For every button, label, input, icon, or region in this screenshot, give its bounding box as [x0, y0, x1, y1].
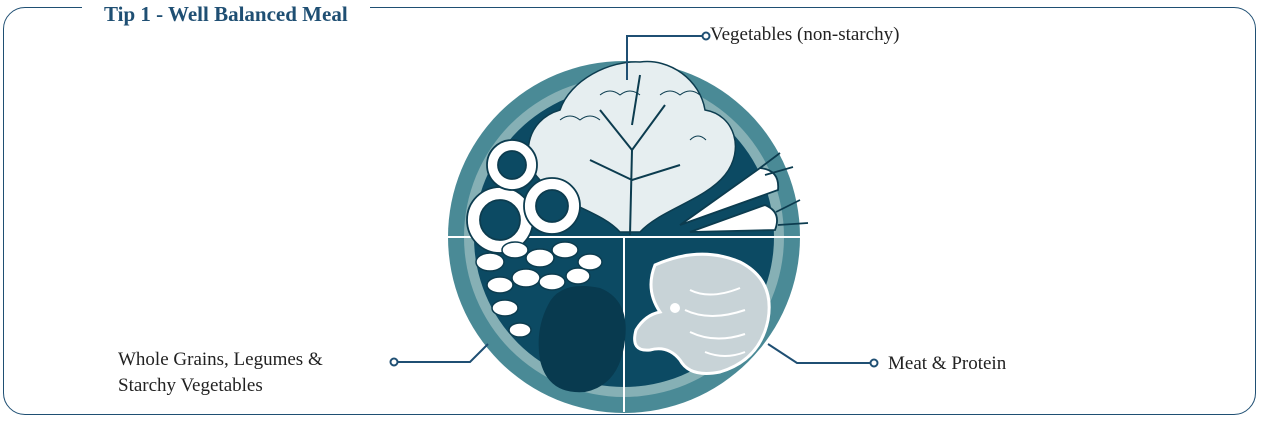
connector-grains	[391, 344, 489, 366]
label-grains-legumes: Whole Grains, Legumes & Starchy Vegetabl…	[118, 347, 323, 399]
label-grains-line1: Whole Grains, Legumes &	[118, 347, 323, 373]
connector-protein	[768, 344, 878, 367]
label-vegetables: Vegetables (non-starchy)	[710, 22, 899, 48]
label-grains-line2: Starchy Vegetables	[118, 373, 323, 399]
label-meat-protein: Meat & Protein	[888, 351, 1006, 377]
